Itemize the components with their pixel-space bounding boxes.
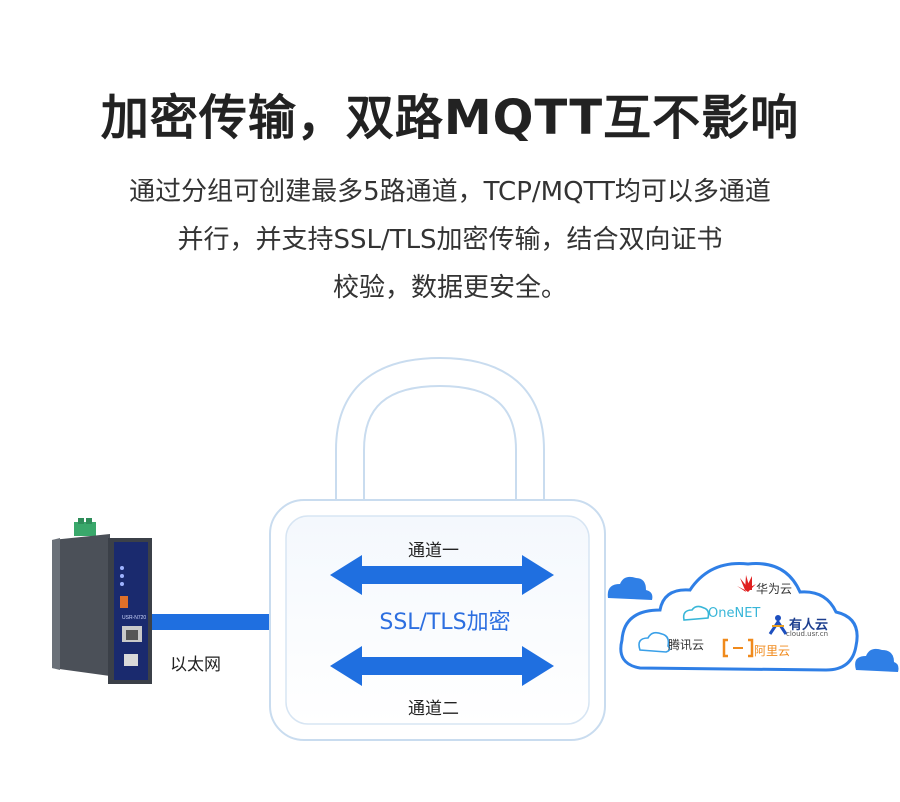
device-label: USR-N720 (122, 615, 146, 621)
description: 通过分组可创建最多5路通道，TCP/MQTT均可以多通道 并行，并支持SSL/T… (60, 168, 840, 312)
description-line-3: 校验，数据更安全。 (332, 273, 567, 303)
onenet-cloud-icon (682, 605, 710, 621)
main-cloud (619, 562, 859, 672)
onenet-label: OneNET (708, 606, 761, 621)
description-line-2: 并行，并支持SSL/TLS加密传输，结合双向证书 (177, 225, 723, 255)
description-line-1: 通过分组可创建最多5路通道，TCP/MQTT均可以多通道 (129, 177, 771, 207)
aliyun-logo-icon (722, 638, 754, 658)
youren-cloud-url: cloud.usr.cn (786, 630, 829, 638)
youren-cloud-label: 有人云 (789, 618, 829, 633)
channel-1-arrow (330, 555, 554, 595)
tencent-cloud-icon (638, 631, 671, 653)
small-cloud-right (855, 648, 899, 672)
gateway-device: USR-N720 (52, 518, 152, 684)
ethernet-label: 以太网 (170, 655, 221, 675)
channel-1-label: 通道一 (408, 541, 459, 561)
channel-2-arrow (330, 646, 554, 686)
page-title: 加密传输，双路MQTT互不影响 (100, 90, 800, 146)
huawei-logo-icon (737, 575, 756, 592)
channel-2-label: 通道二 (408, 699, 459, 719)
youren-logo-icon (768, 615, 788, 635)
ethernet-line (144, 614, 274, 630)
encryption-label: SSL/TLS加密 (379, 610, 511, 635)
aliyun-label: 阿里云 (754, 644, 791, 658)
small-cloud-left (607, 576, 653, 600)
tencent-cloud-label: 腾讯云 (668, 638, 705, 652)
huawei-cloud-label: 华为云 (756, 582, 793, 596)
